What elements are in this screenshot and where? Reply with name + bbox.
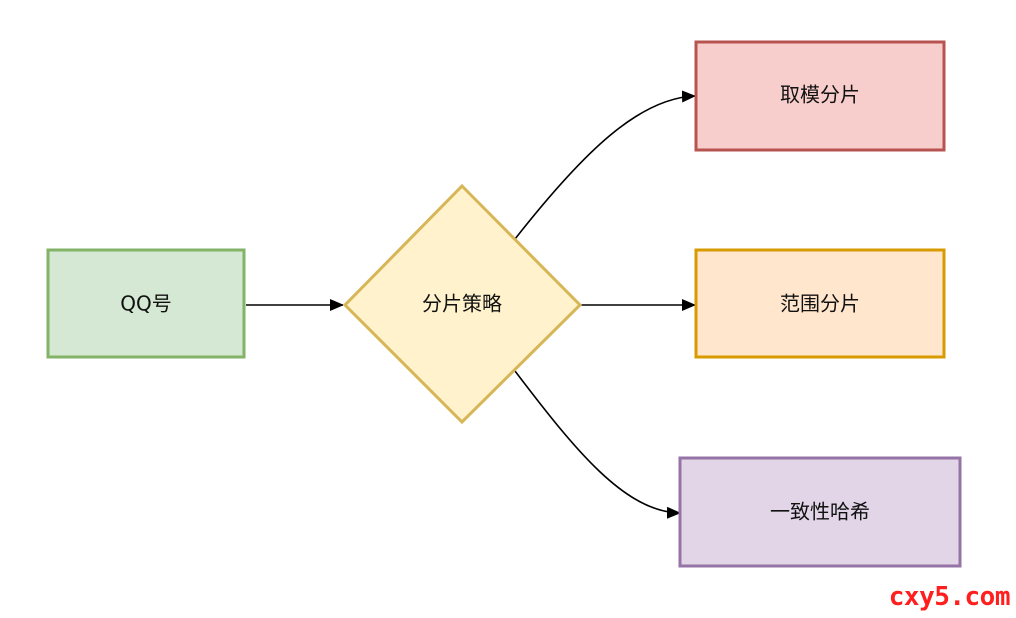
- node-range[interactable]: 范围分片: [694, 248, 946, 359]
- edge-decision-to-modulo: [514, 90, 696, 240]
- node-consistent-label: 一致性哈希: [770, 500, 870, 524]
- node-modulo[interactable]: 取模分片: [694, 40, 946, 152]
- node-range-shape: [694, 248, 946, 359]
- node-decision-label: 分片策略: [422, 292, 502, 316]
- node-source-shape: [46, 248, 246, 359]
- node-source[interactable]: QQ号: [46, 248, 246, 359]
- node-modulo-shape: [694, 40, 946, 152]
- node-decision[interactable]: 分片策略: [342, 183, 583, 425]
- node-consistent-shape: [678, 456, 962, 568]
- node-consistent[interactable]: 一致性哈希: [678, 456, 962, 568]
- edges: [246, 90, 696, 519]
- edge-decision-to-consistent: [514, 370, 681, 519]
- node-source-label: QQ号: [120, 292, 171, 316]
- watermark-text: cxy5.com: [888, 582, 1011, 612]
- node-modulo-label: 取模分片: [780, 83, 860, 107]
- node-decision-shape: [342, 183, 583, 425]
- node-range-label: 范围分片: [780, 292, 860, 316]
